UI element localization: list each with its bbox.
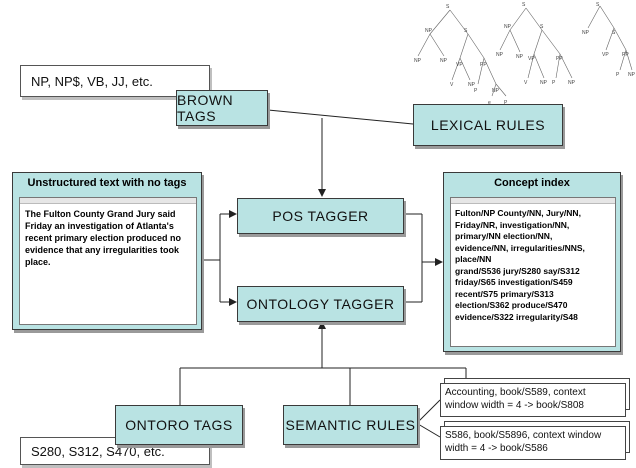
svg-text:NP: NP <box>582 30 590 36</box>
concept-line: election/S362 produce/S470 <box>455 300 568 310</box>
semantic-rule-example-2: S586, book/S5896, context window width =… <box>440 426 626 460</box>
parse-trees-icon <box>417 5 633 97</box>
concept-index-title: Concept index <box>494 177 570 189</box>
svg-text:NP: NP <box>468 82 476 88</box>
ontology-tagger-node: ONTOLOGY TAGGER <box>237 286 404 322</box>
semantic-rules-label: SEMANTIC RULES <box>285 417 416 433</box>
concept-line: evidence/NN, irregularities/NNS, <box>455 242 585 253</box>
svg-text:NP: NP <box>516 54 524 60</box>
window-titlebar <box>20 198 196 204</box>
svg-text:PP: PP <box>622 52 629 58</box>
concept-line: evidence/S322 irregularity/S48 <box>455 311 578 322</box>
svg-text:VP: VP <box>456 62 463 68</box>
svg-text:V: V <box>524 80 528 86</box>
brown-lexical-link <box>267 109 414 125</box>
svg-text:VP: VP <box>602 52 609 58</box>
svg-text:NP: NP <box>414 58 422 64</box>
svg-text:P: P <box>616 72 620 78</box>
unstructured-text-window: The Fulton County Grand Jury said Friday… <box>19 197 197 325</box>
unstructured-text-body: The Fulton County Grand Jury said Friday… <box>25 209 182 267</box>
semantic-rule-text-2: S586, book/S5896, context window width =… <box>445 430 602 454</box>
svg-text:S: S <box>612 30 616 36</box>
svg-text:VP: VP <box>528 56 535 62</box>
svg-text:PP: PP <box>556 56 563 62</box>
svg-text:NP: NP <box>568 80 576 86</box>
semantic-rule1-link <box>417 399 441 423</box>
svg-text:NP: NP <box>496 52 504 58</box>
ontoro-tags-label: ONTORO TAGS <box>125 417 233 433</box>
concept-line: Fulton/NP County/NN, Jury/NN, <box>455 208 581 218</box>
svg-text:NP: NP <box>440 58 448 64</box>
concept-index-body: Fulton/NP County/NN, Jury/NN, Friday/NR,… <box>451 204 615 327</box>
brown-tags-node: BROWN TAGS <box>176 90 268 126</box>
unstructured-text-panel: Unstructured text with no tags The Fulto… <box>12 172 202 330</box>
ontoro-examples-text: S280, S312, S470, etc. <box>31 443 165 459</box>
svg-text:P: P <box>474 88 478 94</box>
svg-text:P: P <box>504 100 508 106</box>
semantic-rule-text-1: Accounting, book/S589, context window wi… <box>445 387 586 411</box>
ontoro-tags-node: ONTORO TAGS <box>115 405 243 445</box>
svg-text:NP: NP <box>425 28 433 34</box>
window-titlebar <box>451 198 615 204</box>
svg-text:S: S <box>522 2 526 8</box>
svg-text:NP: NP <box>504 24 512 30</box>
svg-text:S: S <box>540 24 544 30</box>
lexical-rules-label: LEXICAL RULES <box>430 117 546 133</box>
concept-line: place/NN <box>455 254 492 264</box>
svg-text:NP: NP <box>492 88 500 94</box>
svg-text:S: S <box>446 4 450 10</box>
concept-index-window: Fulton/NP County/NN, Jury/NN, Friday/NR,… <box>450 197 616 347</box>
svg-text:NP: NP <box>540 80 548 86</box>
svg-text:NP: NP <box>628 72 636 78</box>
brown-examples-text: NP, NP$, VB, JJ, etc. <box>31 73 153 89</box>
concept-line: grand/S536 jury/S280 say/S312 <box>455 265 580 276</box>
svg-text:V: V <box>450 82 454 88</box>
ontology-tagger-label: ONTOLOGY TAGGER <box>246 296 395 312</box>
pos-tagger-node: POS TAGGER <box>237 198 404 234</box>
lexical-rules-node: LEXICAL RULES <box>413 104 563 146</box>
svg-text:PP: PP <box>480 62 487 68</box>
svg-text:e: e <box>488 100 491 106</box>
pos-tagger-label: POS TAGGER <box>272 208 369 224</box>
concept-line: primary/NN election/NN, <box>455 231 553 241</box>
svg-text:S: S <box>464 28 468 34</box>
svg-text:P: P <box>552 80 556 86</box>
concept-line: recent/S75 primary/S313 <box>455 288 554 299</box>
semantic-rule-example-1: Accounting, book/S589, context window wi… <box>440 383 626 417</box>
unstructured-text-title: Unstructured text with no tags <box>27 177 187 189</box>
svg-text:S: S <box>596 2 600 8</box>
semantic-rules-node: SEMANTIC RULES <box>283 405 418 445</box>
concept-line: Friday/NR, investigation/NN, <box>455 219 570 230</box>
semantic-rule2-link <box>417 423 441 438</box>
concept-index-panel: Concept index Fulton/NP County/NN, Jury/… <box>443 172 621 352</box>
brown-tags-label: BROWN TAGS <box>177 92 234 124</box>
concept-line: friday/S65 investigation/S459 <box>455 277 573 287</box>
